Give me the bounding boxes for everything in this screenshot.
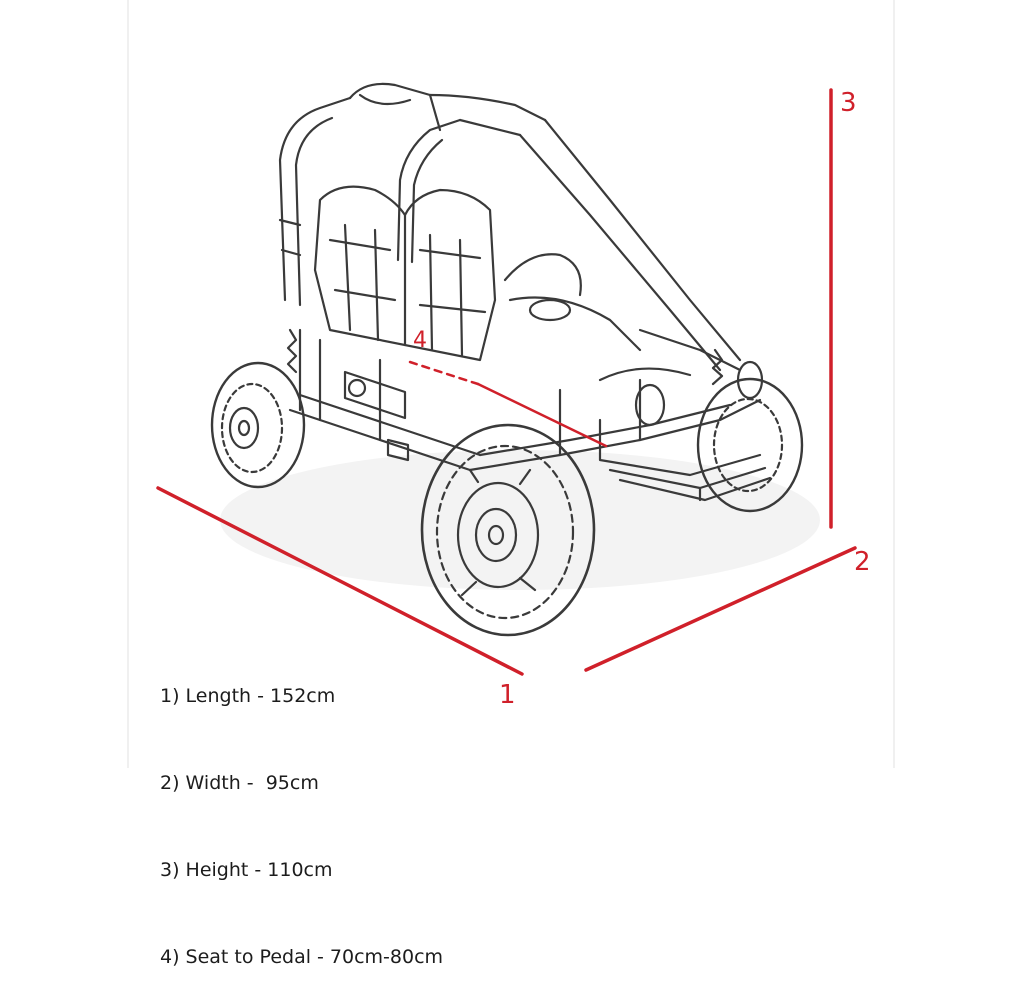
front-left-wheel <box>420 423 596 637</box>
length-dimension-label: 1 <box>499 680 516 710</box>
seats <box>313 185 497 362</box>
legend-seat-to-pedal: 4) Seat to Pedal - 70cm-80cm <box>160 946 444 968</box>
seat-to-pedal-dimension-label: 4 <box>413 328 427 353</box>
steering-area <box>503 253 764 427</box>
pedal <box>386 438 410 462</box>
width-dimension-label: 2 <box>854 547 871 577</box>
go-kart-diagram <box>127 0 895 768</box>
dimensions-legend: 1) Length - 152cm 2) Width - 95cm 3) Hei… <box>160 624 443 1001</box>
rear-right-wheel <box>696 377 804 513</box>
seat-to-pedal-dashed-line <box>408 360 480 386</box>
dimension-lines <box>156 88 857 676</box>
go-kart-sketch <box>210 82 804 637</box>
seat-to-pedal-dimension-line <box>476 382 608 448</box>
legend-width: 2) Width - 95cm <box>160 772 319 794</box>
suspension <box>286 328 724 386</box>
height-dimension-label: 3 <box>840 88 857 118</box>
ground-shadow <box>220 450 820 590</box>
legend-height: 3) Height - 110cm <box>160 859 333 881</box>
rear-left-wheel <box>210 361 306 489</box>
legend-length: 1) Length - 152cm <box>160 685 336 707</box>
roll-cage <box>278 82 742 372</box>
width-dimension-line <box>584 546 857 672</box>
side-plate <box>343 370 407 420</box>
chassis-frame <box>288 328 772 502</box>
length-dimension-line <box>156 486 524 676</box>
